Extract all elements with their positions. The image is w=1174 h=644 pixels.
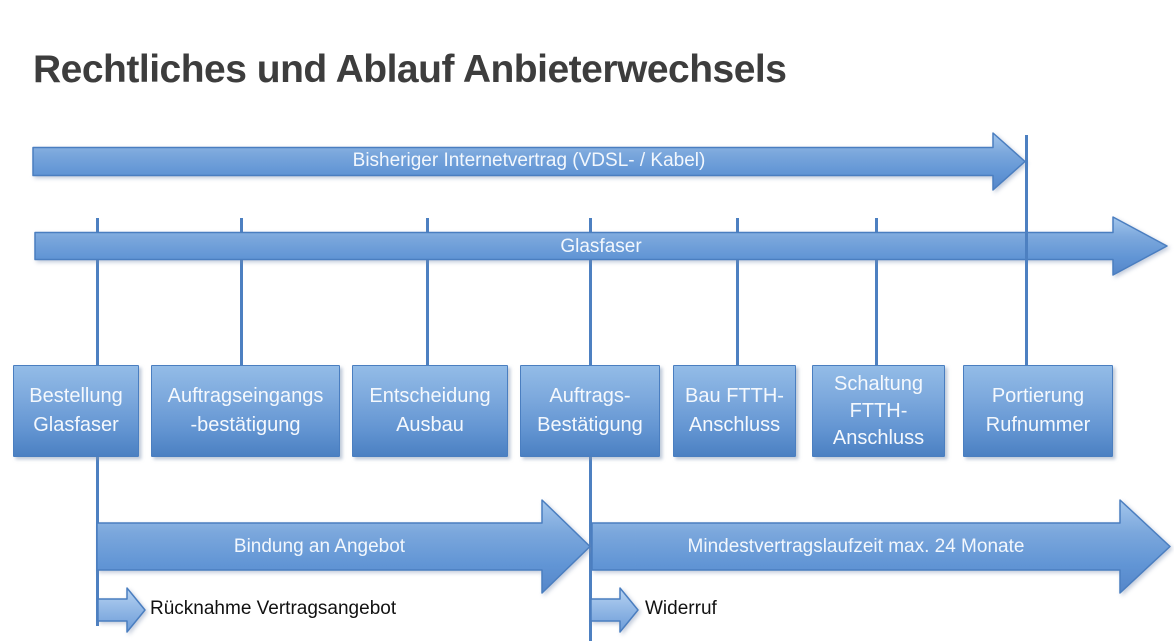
- connector-line-entscheidung: [426, 218, 429, 365]
- fiber-arrow: [34, 216, 1168, 276]
- milestone-label: Schaltung FTTH- Anschluss: [832, 372, 925, 449]
- old-contract-arrow: [32, 132, 1026, 191]
- milestone-box-bestellung: Bestellung Glasfaser: [13, 365, 139, 457]
- milestone-box-auftragseingang: Auftragseingangs -bestätigung: [151, 365, 340, 457]
- withdraw-offer-arrow-icon: [97, 587, 146, 633]
- milestone-box-auftragsbestaetigung: Auftrags- Bestätigung: [520, 365, 660, 457]
- milestone-box-portierung: Portierung Rufnummer: [963, 365, 1113, 457]
- offer-binding-arrow: [96, 499, 591, 594]
- milestone-label: Entscheidung Ausbau: [369, 385, 491, 436]
- min-term-arrow: [591, 499, 1171, 594]
- connector-line-auftragsbestaetigung: [589, 218, 592, 365]
- milestone-label: Portierung Rufnummer: [985, 385, 1091, 436]
- revocation-arrow-icon: [590, 587, 639, 633]
- withdraw-offer-annotation: Rücknahme Vertragsangebot: [150, 598, 397, 619]
- connector-line-bau-ftth: [736, 218, 739, 365]
- milestone-label: Bau FTTH- Anschluss: [685, 385, 784, 436]
- milestone-box-bau-ftth: Bau FTTH- Anschluss: [673, 365, 796, 457]
- milestone-box-entscheidung: Entscheidung Ausbau: [352, 365, 508, 457]
- milestone-label: Bestellung Glasfaser: [29, 385, 123, 436]
- connector-line-auftragseingang: [240, 218, 243, 365]
- connector-line-schaltung-ftth: [875, 218, 878, 365]
- milestone-label: Auftrags- Bestätigung: [537, 385, 643, 436]
- page-title: Rechtliches und Ablauf Anbieterwechsels: [33, 48, 787, 91]
- connector-line-bestellung: [96, 218, 99, 365]
- revocation-annotation: Widerruf: [645, 598, 717, 619]
- milestone-label: Auftragseingangs -bestätigung: [167, 385, 324, 436]
- connector-line-auftragsbestaetigung-lower: [589, 456, 592, 641]
- connector-line-portierung: [1025, 135, 1028, 365]
- milestone-box-schaltung-ftth: Schaltung FTTH- Anschluss: [812, 365, 945, 457]
